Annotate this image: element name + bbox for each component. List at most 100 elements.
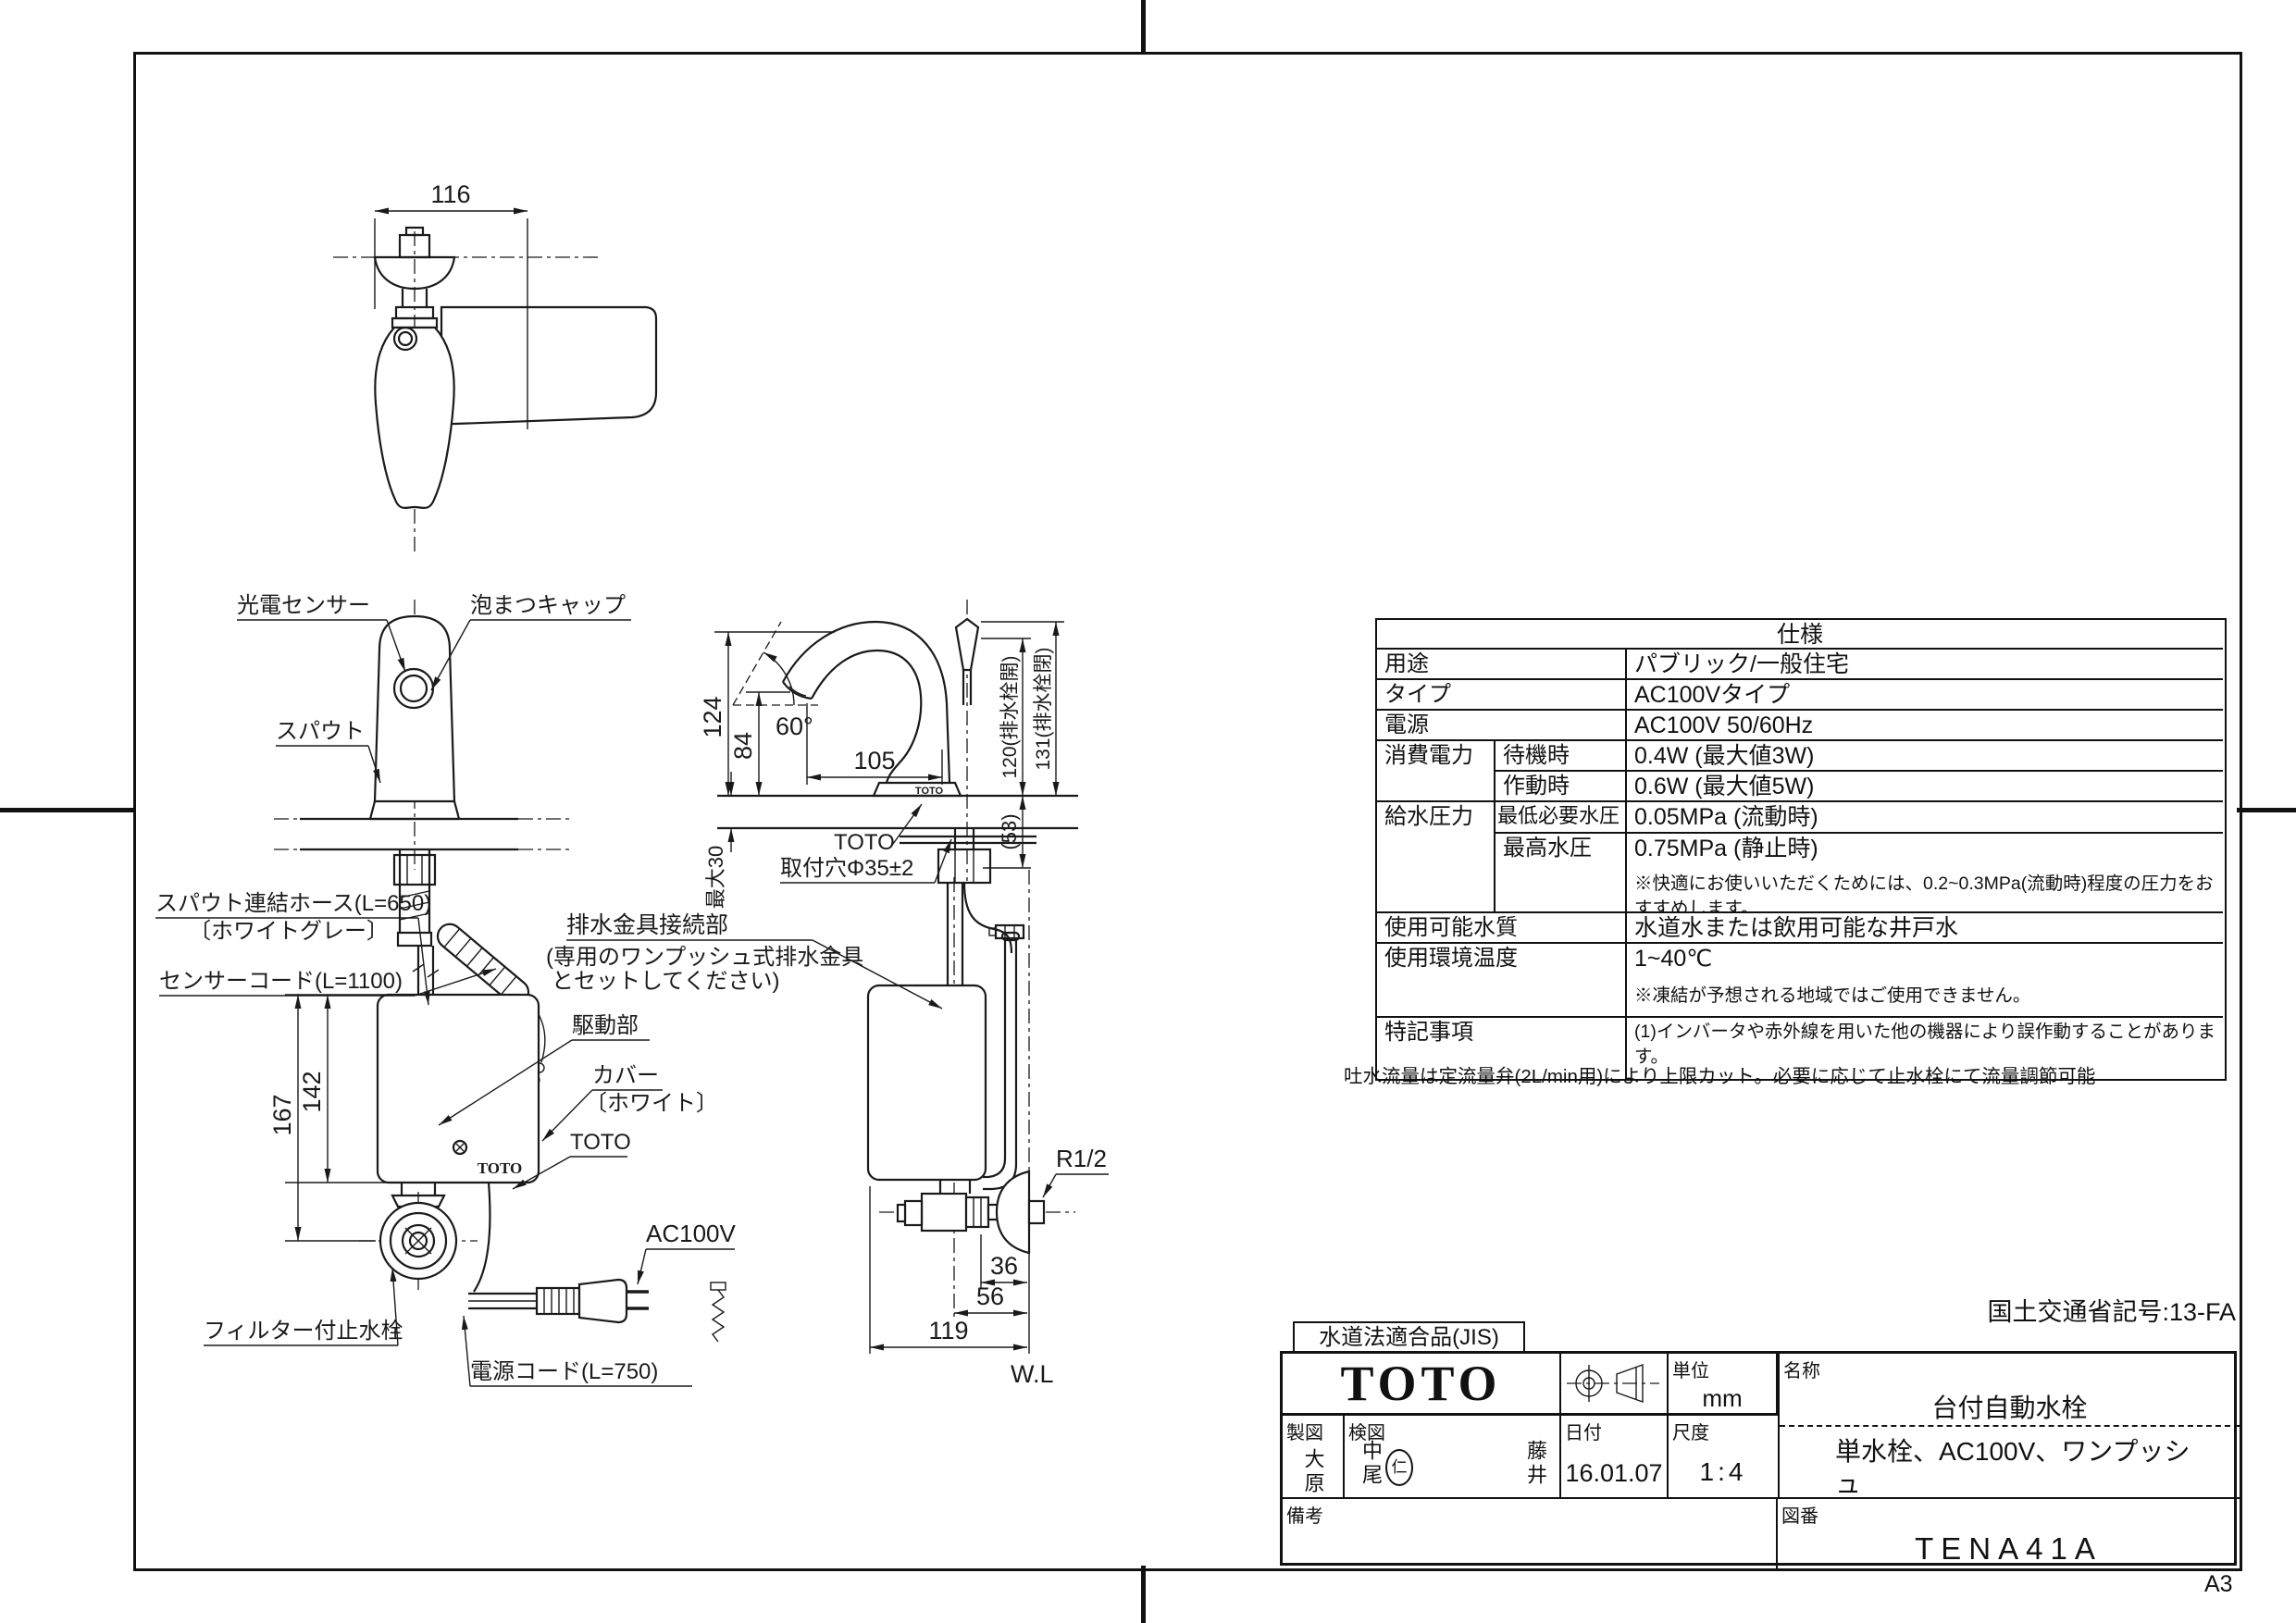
side-dim-120-open: 120(排水栓開): [999, 655, 1021, 778]
front-label-sensor-cord: センサーコード(L=1100): [159, 969, 403, 994]
front-dim-167: 167: [268, 1094, 296, 1135]
projection-symbol-cell: [1561, 1354, 1669, 1416]
spec-temp-value: 1~40℃: [1634, 946, 1713, 972]
drawing-number-cell: 図番 TENA41A: [1778, 1499, 2240, 1568]
front-label-power-cord: 電源コード(L=750): [470, 1359, 658, 1384]
spec-notes-label: 特記事項: [1377, 1018, 1627, 1079]
spec-water-value: 水道水または飲用可能な井戸水: [1627, 913, 2223, 944]
side-dim-119: 119: [928, 1317, 968, 1344]
drawing-number-label: 図番: [1781, 1506, 1818, 1527]
front-label-aerator-cap: 泡まつキャップ: [470, 593, 626, 618]
side-label-wl: W.L: [1011, 1360, 1054, 1388]
side-label-mount-hole: 取付穴Φ35±2: [780, 856, 913, 881]
spec-active-value: 0.6W (最大値5W): [1627, 772, 2223, 802]
spec-water-label: 使用可能水質: [1377, 913, 1627, 944]
side-base-toto-logo: TOTO: [915, 786, 944, 797]
center-mark-left: [0, 808, 133, 812]
spec-standby-value: 0.4W (最大値3W): [1627, 741, 2223, 772]
front-label-spout-hose-color: 〔ホワイトグレー〕: [189, 919, 389, 944]
side-dim-36: 36: [990, 1252, 1018, 1280]
front-label-drive-unit: 駆動部: [572, 1013, 639, 1038]
scale-value: 1:4: [1699, 1457, 1747, 1486]
side-dim-131-closed: 131(排水栓閉): [1033, 647, 1054, 770]
front-view-drawing: TOTO: [155, 593, 736, 1387]
spec-power-value: AC100V 50/60Hz: [1627, 711, 2223, 741]
checker-seal: 仁: [1385, 1449, 1413, 1486]
spec-pressure-min-value: 0.05MPa (流動時): [1627, 802, 2223, 834]
checker-name-2: 藤井: [1524, 1440, 1547, 1488]
front-label-cover-color: 〔ホワイト〕: [585, 1091, 718, 1116]
date-cell: 日付 16.01.07: [1561, 1416, 1669, 1499]
side-dim-max30: 最大30: [704, 846, 727, 909]
plan-view-drawing: 116: [333, 180, 658, 555]
date-value: 16.01.07: [1565, 1459, 1663, 1487]
side-dim-53: (53): [998, 813, 1021, 849]
spec-power-label: 電源: [1377, 711, 1627, 741]
side-dim-105: 105: [853, 747, 895, 774]
spec-usage-value: パブリック/一般住宅: [1627, 650, 2223, 680]
unit-cell: 単位 mm: [1669, 1354, 1778, 1416]
front-label-toto: TOTO: [570, 1130, 631, 1155]
checker-label: 検図: [1348, 1423, 1385, 1443]
spec-usage-label: 用途: [1377, 650, 1627, 680]
unit-label: 単位: [1672, 1361, 1709, 1381]
side-label-drain-note1: (専用のワンプッシュ式排水金具: [546, 945, 863, 970]
unit-value: mm: [1702, 1384, 1743, 1412]
spec-temp-label: 使用環境温度: [1377, 944, 1627, 1018]
checker-cell: 検図 中尾 仁 藤井: [1345, 1416, 1561, 1499]
front-label-spout: スパウト: [276, 719, 365, 744]
flow-rate-note: 吐水流量は定流量弁(2L/min用)により上限カット。必要に応じて止水栓にて流量…: [1344, 1066, 2096, 1087]
spec-pressure-min-label: 最低必要水圧: [1496, 802, 1627, 834]
name-label: 名称: [1783, 1361, 1820, 1381]
drafter-label: 製図: [1286, 1423, 1323, 1443]
front-dim-142: 142: [298, 1071, 326, 1112]
spec-note-1: (1)インバータや赤外線を用いた他の機器により誤作動することがあります。: [1634, 1022, 2215, 1068]
scale-label: 尺度: [1672, 1423, 1709, 1443]
remarks-label: 備考: [1286, 1506, 1323, 1527]
spec-type-label: タイプ: [1377, 680, 1627, 711]
spec-pressure-max-value: 0.75MPa (静止時): [1634, 836, 1818, 861]
spec-table: 仕様 用途 パブリック/一般住宅 タイプ AC100Vタイプ 電源 AC100V…: [1375, 618, 2227, 1081]
spec-consumption-label: 消費電力: [1377, 741, 1496, 802]
side-dim-84: 84: [729, 732, 757, 760]
date-label: 日付: [1565, 1423, 1602, 1443]
drafter-name: 大原: [1301, 1448, 1325, 1496]
side-label-drain-note2: とセットしてください): [552, 969, 780, 994]
side-label-toto: TOTO: [834, 830, 895, 855]
front-label-filter-valve: フィルター付止水栓: [204, 1319, 403, 1344]
drawing-number: TENA41A: [1915, 1531, 2103, 1566]
spec-pressure-max-label: 最高水圧: [1496, 834, 1627, 913]
spec-temp-note: ※凍結が予想される地域ではご使用できません。: [1634, 985, 2031, 1006]
remarks-cell: 備考: [1283, 1499, 1778, 1568]
center-mark-top: [1141, 0, 1146, 53]
front-label-spout-hose: スパウト連結ホース(L=650): [155, 891, 431, 916]
plan-dim-116: 116: [430, 180, 470, 208]
spec-active-label: 作動時: [1496, 772, 1627, 802]
side-label-r12: R1/2: [1056, 1145, 1107, 1172]
front-label-photo-sensor: 光電センサー: [237, 593, 370, 618]
front-box-toto-logo: TOTO: [478, 1159, 523, 1177]
scale-cell: 尺度 1:4: [1669, 1416, 1778, 1499]
front-label-cover: カバー: [592, 1063, 659, 1088]
side-view-drawing: TOTO 60° 124 84 105 120(排水栓開) 131(排水栓閉: [546, 600, 1109, 1388]
product-name: 台付自動水栓: [1931, 1394, 2088, 1422]
side-label-drain-fitting: 排水金具接続部: [566, 912, 728, 938]
jis-compliance-badge: 水道法適合品(JIS): [1293, 1321, 1525, 1357]
spec-standby-label: 待機時: [1496, 741, 1627, 772]
spec-pressure-note: ※快適にお使いいただくためには、0.2~0.3MPa(流動時)程度の圧力をおすす…: [1634, 873, 2214, 913]
toto-logo: TOTO: [1283, 1354, 1561, 1416]
product-subname: 単水栓、AC100V、ワンプッシュ: [1835, 1437, 2191, 1498]
toto-logo-text: TOTO: [1340, 1356, 1502, 1411]
side-dim-60deg: 60°: [776, 712, 813, 740]
spec-type-value: AC100Vタイプ: [1627, 680, 2223, 711]
side-dim-56: 56: [976, 1282, 1004, 1310]
checker-name-1: 中尾: [1359, 1440, 1383, 1488]
title-block: TOTO 単位 mm 名称 台付自動水栓 単水栓、AC100V、ワンプッシュ 製…: [1280, 1351, 2240, 1568]
center-mark-bottom: [1141, 1566, 1146, 1623]
spec-title: 仕様: [1377, 620, 2223, 650]
ministry-code: 国土交通省記号:13-FA: [1987, 1298, 2236, 1326]
center-mark-right: [2237, 808, 2296, 812]
drafter-cell: 製図 大原: [1283, 1416, 1345, 1499]
